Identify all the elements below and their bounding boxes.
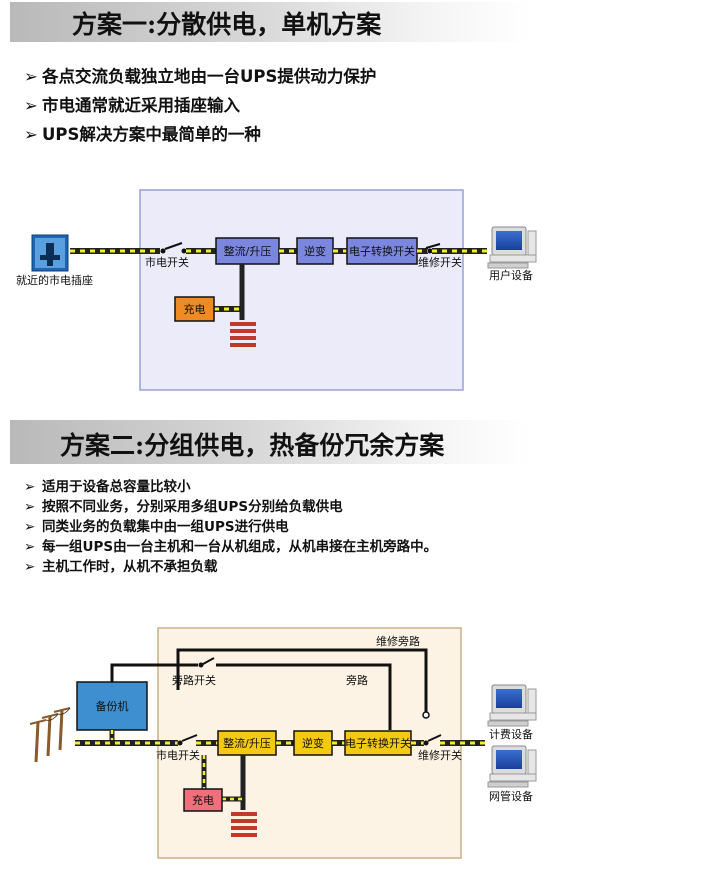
charger-label: 充电 (192, 793, 214, 807)
maint-bypass-wire (176, 648, 428, 712)
computer-icon (487, 226, 537, 269)
mains-switch-blade (181, 734, 198, 742)
bullet-item: ➢UPS解决方案中最简单的一种 (24, 120, 376, 149)
section2-banner: 方案二:分组供电，热备份冗余方案 (10, 420, 530, 464)
maint-bypass-node (422, 711, 430, 719)
bypass-label: 旁路 (346, 673, 368, 687)
maint-switch-node (427, 248, 433, 254)
rectifier-label: 整流/升压 (223, 736, 271, 750)
bypass-switch-label: 旁路开关 (172, 673, 216, 687)
arrow-bullet-icon: ➢ (24, 125, 38, 144)
mains-switch-node (160, 248, 166, 254)
inverter-label: 逆变 (304, 244, 326, 258)
section2-bullets: ➢适用于设备总容量比较小 ➢按照不同业务，分别采用多组UPS分别给负载供电 ➢同… (24, 477, 437, 577)
section1-banner: 方案一:分散供电，单机方案 (10, 2, 530, 42)
power-socket-icon (31, 234, 69, 272)
arrow-bullet-icon: ➢ (24, 96, 38, 115)
bullet-item: ➢同类业务的负载集中由一组UPS进行供电 (24, 519, 289, 535)
diagram2: 备份机 整流/升压 逆变 电子转换开关 充电 维修旁路 旁路开关 旁路 市电开关… (29, 627, 537, 859)
rectifier-box (215, 237, 280, 265)
bullet-item: ➢各点交流负载独立地由一台UPS提供动力保护 (24, 62, 376, 91)
load2-label: 网管设备 (489, 789, 533, 803)
ups-enclosure (139, 189, 464, 391)
computer-icon (487, 684, 537, 727)
transfer-switch-box (344, 730, 412, 756)
charger-box (174, 296, 215, 322)
arrow-bullet-icon: ➢ (24, 67, 38, 86)
maint-switch-blade (427, 734, 442, 742)
diagram1: 整流/升压 逆变 电子转换开关 充电 市电开关 维修开关 就近的市电插座 用户设… (16, 189, 537, 391)
arrow-bullet-icon: ➢ (24, 519, 36, 535)
section1-bullets: ➢各点交流负载独立地由一台UPS提供动力保护 ➢市电通常就近采用插座输入 ➢UP… (24, 62, 376, 149)
maint-switch-node (423, 740, 429, 746)
arrow-bullet-icon: ➢ (24, 479, 36, 495)
bullet-item: ➢按照不同业务，分别采用多组UPS分别给负载供电 (24, 499, 343, 515)
rectifier-label: 整流/升压 (224, 244, 272, 258)
computer-icon (487, 745, 537, 788)
mains-switch-node (181, 248, 187, 254)
bypass-switch-blade (202, 657, 215, 665)
bullet-item: ➢主机工作时，从机不承担负载 (24, 559, 218, 575)
socket-label: 就近的市电插座 (16, 273, 93, 287)
bullet-item: ➢适用于设备总容量比较小 (24, 479, 191, 495)
bypass-wire (216, 663, 392, 730)
bypass-switch-node (198, 662, 204, 668)
mains-switch-label: 市电开关 (145, 255, 189, 269)
transfer-switch-box (346, 237, 418, 265)
inverter-box (293, 730, 333, 756)
inverter-label: 逆变 (302, 736, 324, 750)
backup-ups-box (76, 681, 148, 731)
backup-ups-label: 备份机 (96, 699, 129, 713)
inverter-box (296, 237, 334, 265)
battery-icon (231, 812, 257, 837)
section2-title: 方案二:分组供电，热备份冗余方案 (60, 431, 445, 460)
maint-switch-label: 维修开关 (418, 255, 462, 269)
load-label: 用户设备 (489, 268, 533, 282)
charger-label: 充电 (184, 302, 206, 316)
maint-bypass-label: 维修旁路 (376, 634, 420, 648)
arrow-bullet-icon: ➢ (24, 539, 36, 555)
arrow-bullet-icon: ➢ (24, 559, 36, 575)
bypass-wire (110, 663, 198, 682)
section1-title: 方案一:分散供电，单机方案 (72, 10, 382, 39)
mains-switch-label: 市电开关 (156, 748, 200, 762)
maint-switch-label: 维修开关 (418, 748, 462, 762)
transfer-switch-label: 电子转换开关 (349, 244, 415, 258)
load1-label: 计费设备 (489, 727, 533, 741)
battery-icon (230, 322, 256, 347)
transfer-switch-label: 电子转换开关 (345, 736, 411, 750)
maint-switch-blade (425, 243, 441, 249)
bullet-item: ➢市电通常就近采用插座输入 (24, 91, 376, 120)
arrow-bullet-icon: ➢ (24, 499, 36, 515)
bullet-item: ➢每一组UPS由一台主机和一台从机组成，从机串接在主机旁路中。 (24, 539, 438, 555)
mains-switch-node (177, 740, 183, 746)
utility-pole-icon (29, 707, 71, 763)
mains-switch-blade (164, 242, 183, 250)
charger-box (183, 788, 223, 812)
